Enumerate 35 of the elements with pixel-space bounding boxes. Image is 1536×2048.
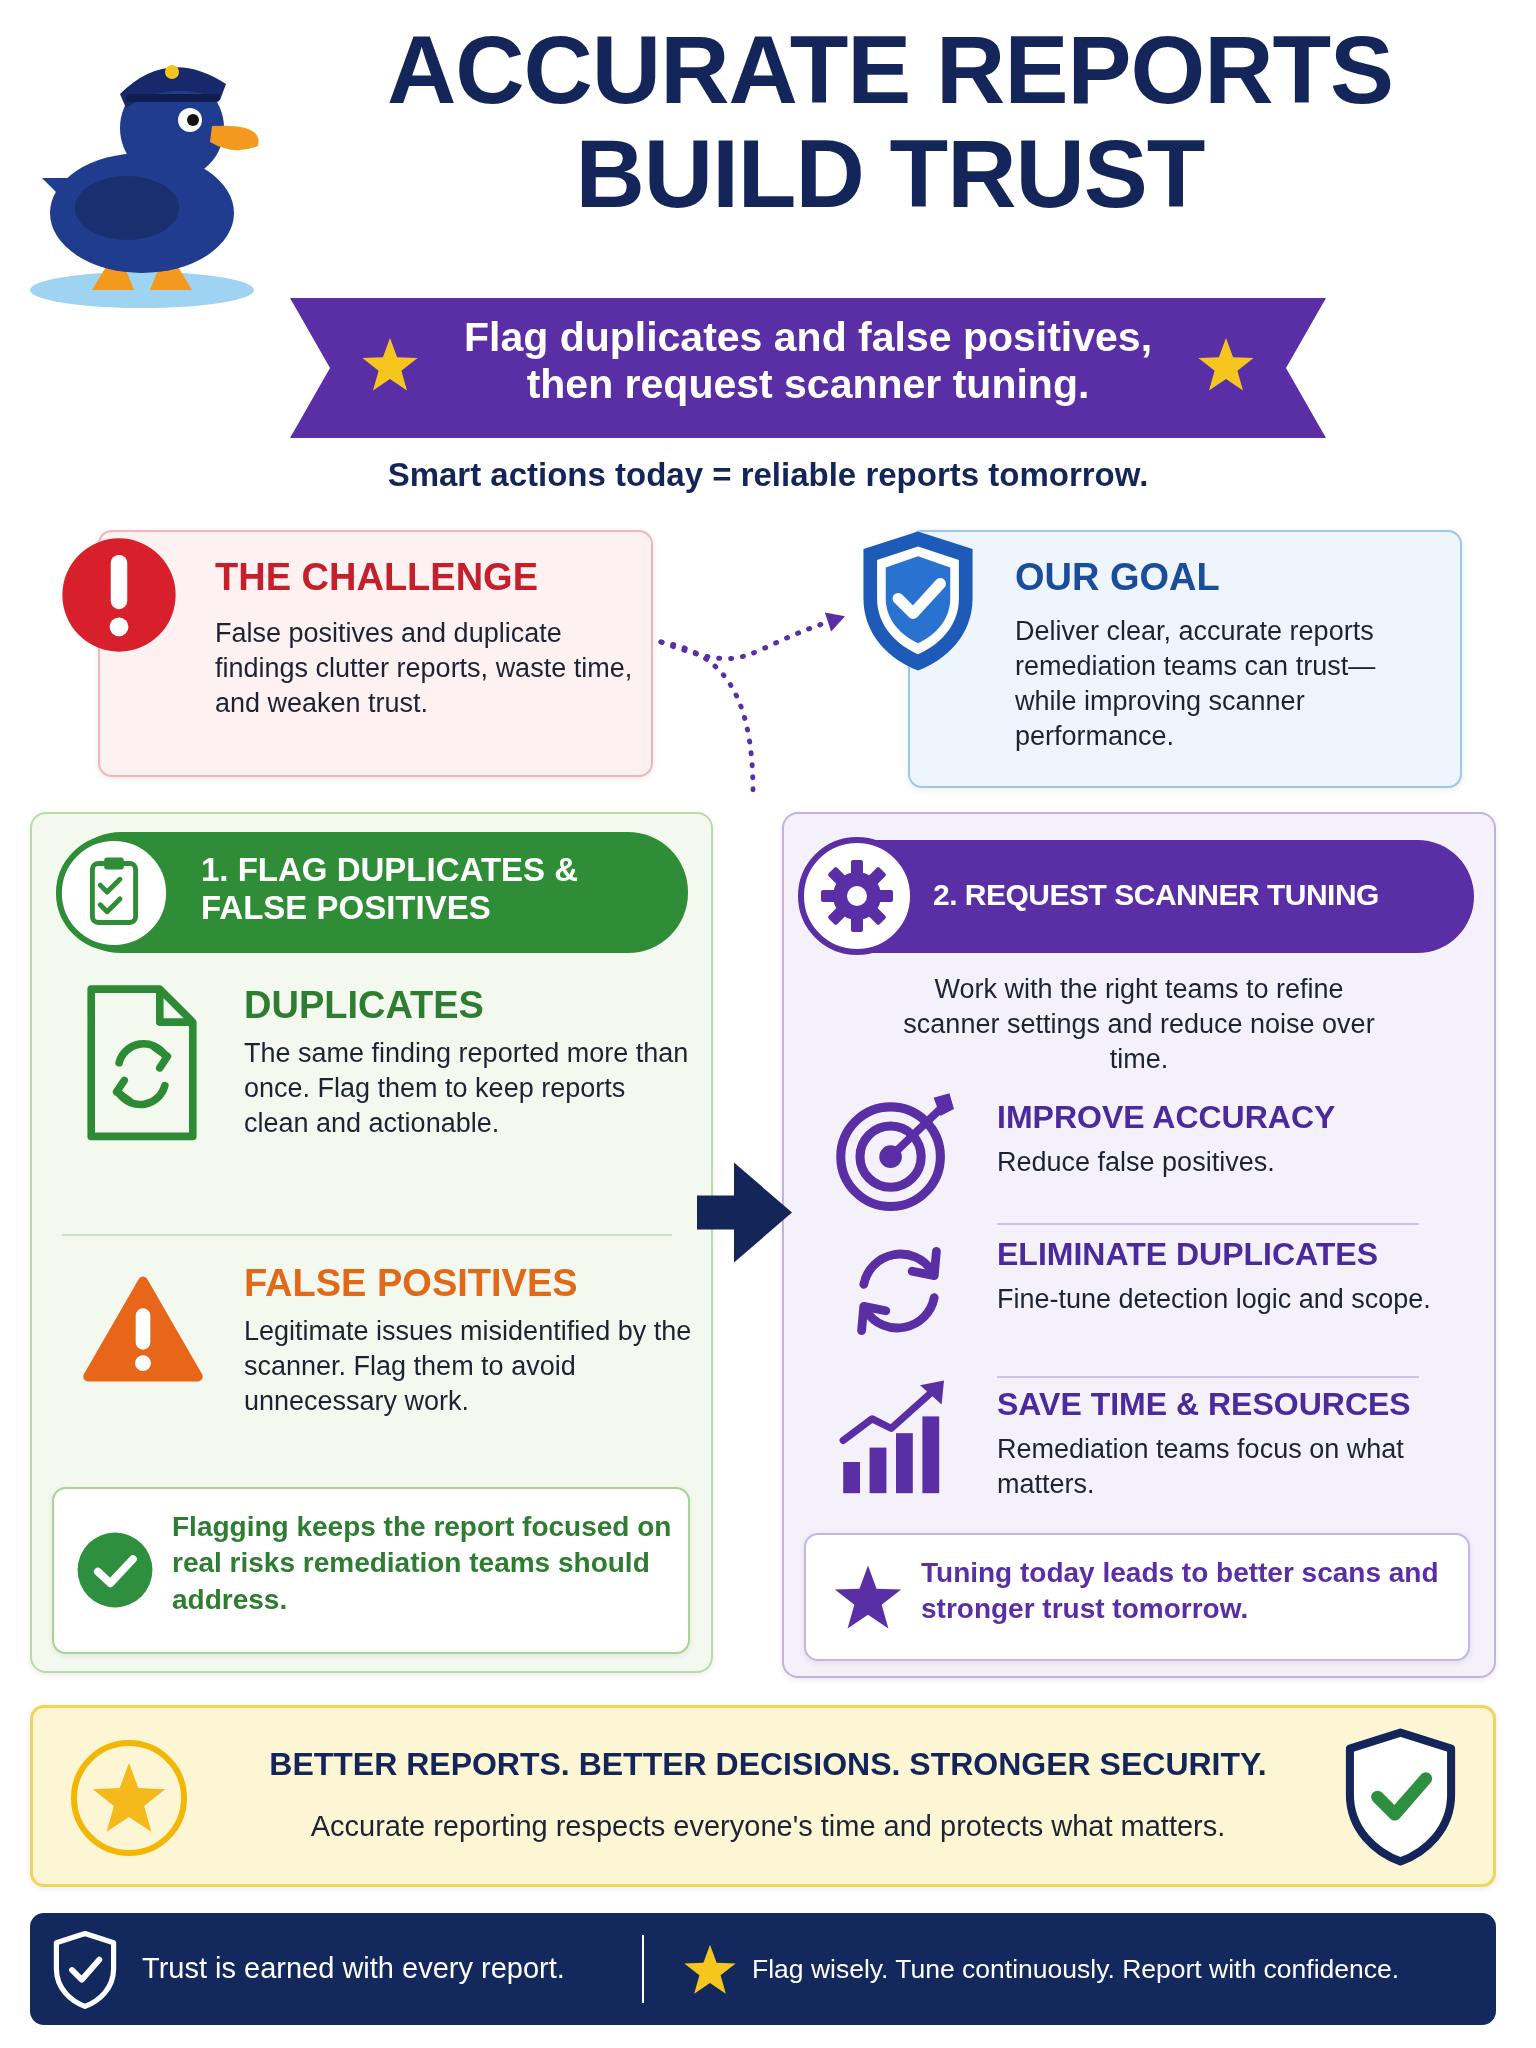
arrow [697,1162,792,1263]
step-panel [30,812,713,1673]
section-text: The same finding reported more than once. Flag them to keep reports clean and actionable. [244,1037,690,1141]
step-heading: 1. FLAG DUPLICATES & FALSE POSITIVES [201,851,580,927]
banner-heading: BETTER REPORTS. BETTER DECISIONS. STRONGER SECURITY. [268,1746,1268,1783]
ribbon-text: Flag duplicates and false positives, then request scanner tuning. [462,314,1154,409]
step-heading: 2. REQUEST SCANNER TUNING [933,878,1380,913]
footer-text: Flag wisely. Tune continuously. Report with confidence. [752,1953,1401,1986]
dotted-line [658,639,756,795]
section-heading: FALSE POSITIVES [244,1262,579,1306]
tip-card [52,1487,690,1654]
section-text: Fine-tune detection logic and scope. [997,1283,1432,1316]
section-heading: ELIMINATE DUPLICATES [997,1236,1380,1273]
card-text: False positives and duplicate findings clutter reports, waste time, and weaken trust. [215,617,634,721]
tip-text: Flagging keeps the report focused on real risks remediation teams should address. [172,1510,673,1617]
section-text: Remediation teams focus on what matters. [997,1433,1405,1502]
page-title: ACCURATE REPORTS BUILD TRUST [385,18,1395,226]
tip-text: Tuning today leads to better scans and stronger trust tomorrow. [921,1556,1440,1627]
section-heading: IMPROVE ACCURACY [997,1099,1337,1136]
card-text: Deliver clear, accurate reports remediation teams can trust—while improving scanner performance. [1015,615,1377,754]
banner-text: Accurate reporting respects everyone's time and protects what matters. [309,1809,1227,1844]
tip-card [804,1533,1470,1661]
section-text: Reduce false positives. [997,1146,1276,1179]
card-heading: OUR GOAL [1015,556,1221,600]
dotted-arrow [658,612,845,662]
summary-banner [30,1705,1496,1887]
section-text: Legitimate issues misidentified by the scanner. Flag them to avoid unnecessary work. [244,1315,692,1419]
step-panel [782,812,1496,1678]
section-heading: DUPLICATES [244,984,485,1028]
footer-text: Trust is earned with every report. [142,1951,566,1986]
card-heading: THE CHALLENGE [215,556,539,600]
footer-bar [30,1913,1496,2025]
section-heading: SAVE TIME & RESOURCES [997,1386,1412,1423]
tagline-text: Smart actions today = reliable reports tomorrow. [386,456,1150,494]
step-text: Work with the right teams to refine scanner settings and reduce noise over time. [902,973,1376,1077]
